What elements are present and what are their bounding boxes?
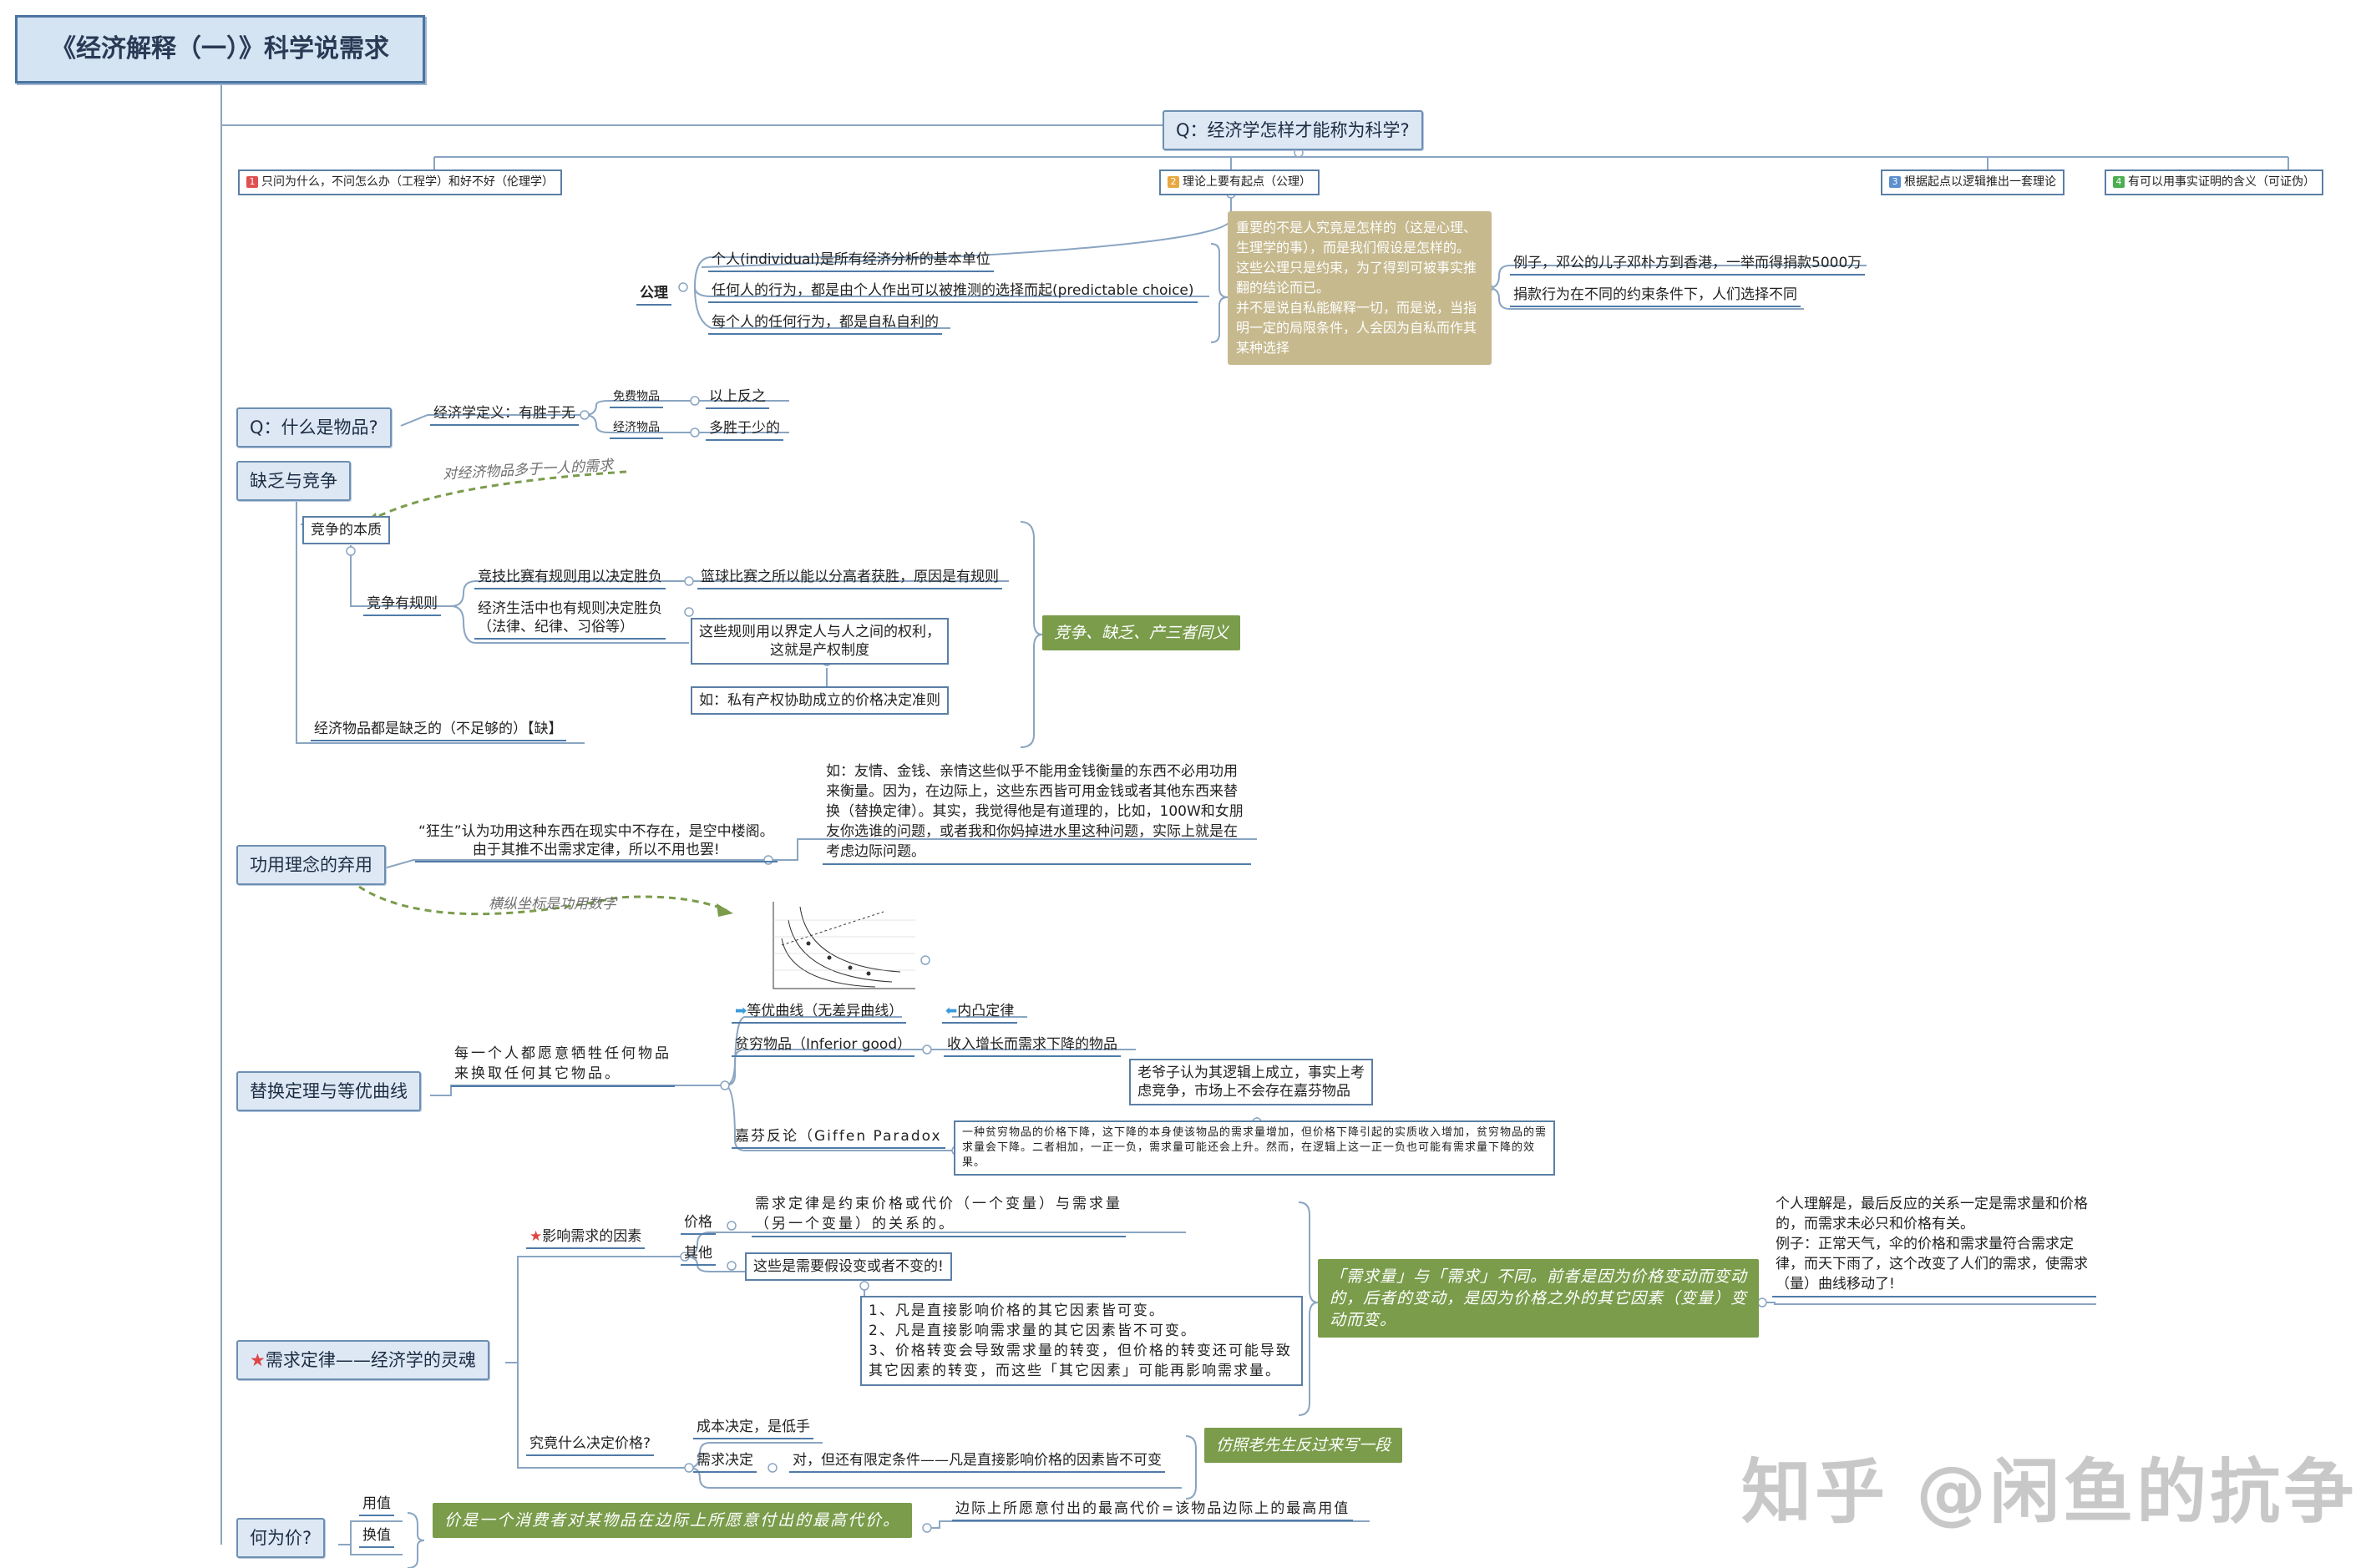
- factor-price[interactable]: 价格: [681, 1213, 716, 1235]
- scarcity-summary[interactable]: 竞争、缺乏、产三者同义: [1042, 615, 1241, 650]
- axiom-note[interactable]: 重要的不是人究竟是怎样的（这是心理、生理学的事），而是我们假设是怎样的。 这些公…: [1228, 211, 1492, 365]
- root-topic[interactable]: 《经济解释（一）》科学说需求: [15, 15, 425, 83]
- competition-rules[interactable]: 竞争有规则: [363, 594, 441, 616]
- rule-2[interactable]: 经济生活中也有规则决定胜负 （法律、纪律、习俗等）: [474, 599, 666, 640]
- free-goods-note[interactable]: 以上反之: [706, 387, 769, 409]
- inferior-good-note[interactable]: 收入增长而需求下降的物品: [944, 1035, 1121, 1057]
- giffen-paradox[interactable]: 嘉芬反论（Giffen Paradox: [732, 1127, 945, 1149]
- demand-topic-label: 需求定律——经济学的灵魂: [265, 1350, 476, 1370]
- price-rule[interactable]: 如：私有产权协助成立的价格决定准则: [691, 686, 949, 715]
- demand-factors-label: 影响需求的因素: [542, 1228, 642, 1245]
- competition-nature[interactable]: 竞争的本质: [302, 516, 390, 544]
- back-arrow-icon: ⬅: [945, 1003, 958, 1019]
- axiom-2[interactable]: 任何人的行为，都是由个人作出可以被推测的选择而起(predictable cho…: [708, 281, 1198, 303]
- science-branch-2[interactable]: 2 理论上要有起点（公理）: [1159, 169, 1320, 195]
- demand-rules[interactable]: 1、凡是直接影响价格的其它因素皆可变。 2、凡是直接影响需求量的其它因素皆不可变…: [860, 1296, 1303, 1386]
- factor-price-note[interactable]: 需求定律是约束价格或代价（一个变量）与需求量 （另一个变量）的关系的。: [752, 1194, 1126, 1237]
- axiom-3[interactable]: 每个人的任何行为，都是自私自利的: [708, 313, 942, 335]
- what-decides-price[interactable]: 究竟什么决定价格?: [526, 1434, 655, 1456]
- giffen-comment[interactable]: 老爷子认为其逻辑上成立，事实上考 虑竞争，市场上不会存在嘉芬物品: [1129, 1059, 1373, 1105]
- scarce-goods[interactable]: 经济物品都是缺乏的（不足够的）【缺】: [311, 720, 566, 741]
- giffen-note[interactable]: 一种贫穷物品的价格下降，这下降的本身使该物品的需求量增加，但价格下降引起的实质收…: [954, 1120, 1555, 1176]
- value-definition[interactable]: 价是一个消费者对某物品在边际上所愿意付出的最高代价。: [433, 1503, 913, 1538]
- utility-example[interactable]: 如：友情、金钱、亲情这些似乎不能用金钱衡量的东西不必用功用来衡量。因为，在边际上…: [823, 761, 1251, 865]
- indifference-curve[interactable]: ➡等优曲线（无差异曲线）: [732, 1002, 907, 1024]
- utility-claim[interactable]: “狂生”认为功用这种东西在现实中不存在，是空中楼阁。 由于其推不出需求定律，所以…: [415, 822, 778, 862]
- star-icon: ★: [250, 1350, 266, 1370]
- q-science-topic[interactable]: Q：经济学怎样才能称为科学?: [1163, 110, 1423, 150]
- substitution-statement[interactable]: 每一个人都愿意牺牲任何物品 来换取任何其它物品。: [451, 1044, 675, 1087]
- demand-vs-quantity[interactable]: 「需求量」与「需求」不同。前者是因为价格变动而变动的，后者的变动，是因为价格之外…: [1318, 1259, 1759, 1338]
- imitate-note[interactable]: 仿照老先生反过来写一段: [1204, 1428, 1403, 1463]
- exchange-value[interactable]: 换值: [359, 1526, 394, 1548]
- scarcity-topic[interactable]: 缺乏与竞争: [236, 461, 351, 501]
- property-rights[interactable]: 这些规则用以界定人与人之间的权利， 这就是产权制度: [691, 618, 949, 665]
- cost-decides[interactable]: 成本决定，是低手: [693, 1418, 813, 1439]
- economic-goods[interactable]: 经济物品: [610, 420, 663, 439]
- indifference-curve-chart: [773, 902, 915, 989]
- utility-topic[interactable]: 功用理念的弃用: [236, 845, 386, 885]
- utility-link-label: 横纵坐标是功用数字: [489, 896, 616, 913]
- example-2[interactable]: 捐款行为在不同的约束条件下，人们选择不同: [1510, 286, 1801, 307]
- use-value[interactable]: 用值: [359, 1495, 394, 1516]
- marginal-value[interactable]: 边际上所愿意付出的最高代价=该物品边际上的最高用值: [952, 1500, 1354, 1521]
- indifference-curve-label: 等优曲线（无差异曲线）: [747, 1003, 904, 1019]
- q-goods-topic[interactable]: Q：什么是物品?: [236, 407, 392, 448]
- rule-1-note[interactable]: 篮球比赛之所以能以分高者获胜，原因是有规则: [697, 568, 1002, 589]
- demand-factors[interactable]: ★影响需求的因素: [526, 1227, 646, 1249]
- watermark: 知乎 @闲鱼的抗争: [1741, 1451, 2358, 1533]
- demand-topic[interactable]: ★需求定律——经济学的灵魂: [236, 1340, 489, 1380]
- number-badge-4: 4: [2113, 176, 2125, 188]
- axiom-1[interactable]: 个人(individual)是所有经济分析的基本单位: [708, 250, 994, 272]
- inferior-good[interactable]: 贫穷物品（Inferior good）: [732, 1035, 915, 1057]
- number-badge-3: 3: [1889, 176, 1901, 188]
- science-branch-4-label: 有可以用事实证明的含义（可证伪）: [2128, 175, 2315, 189]
- axiom-label[interactable]: 公理: [636, 284, 671, 306]
- value-topic[interactable]: 何为价?: [236, 1518, 326, 1558]
- convex-law-label: 内凸定律: [957, 1003, 1015, 1019]
- number-badge-2: 2: [1168, 176, 1179, 188]
- substitution-topic[interactable]: 替换定理与等优曲线: [236, 1071, 421, 1111]
- goods-definition[interactable]: 经济学定义：有胜于无: [430, 404, 579, 426]
- demand-decides-note[interactable]: 对，但还有限定条件——凡是直接影响价格的因素皆不可变: [789, 1451, 1165, 1473]
- science-branch-1-label: 只问为什么，不问怎么办（工程学）和好不好（伦理学）: [261, 175, 554, 189]
- free-goods[interactable]: 免费物品: [610, 389, 663, 408]
- example-1[interactable]: 例子，邓公的儿子邓朴方到香港，一举而得捐款5000万: [1510, 254, 1866, 276]
- factor-other[interactable]: 其他: [681, 1244, 716, 1266]
- factor-other-note[interactable]: 这些是需要假设变或者不变的!: [745, 1252, 952, 1281]
- science-branch-3-label: 根据起点以逻辑推出一套理论: [1904, 175, 2056, 189]
- personal-understanding[interactable]: 个人理解是，最后反应的关系一定是需求量和价格的，而需求未必只和价格有关。 例子：…: [1772, 1194, 2096, 1297]
- rule-1[interactable]: 竞技比赛有规则用以决定胜负: [474, 568, 666, 589]
- economic-goods-note[interactable]: 多胜于少的: [706, 419, 783, 441]
- arrow-icon: ➡: [735, 1003, 747, 1019]
- number-badge-1: 1: [246, 176, 258, 188]
- star-icon: ★: [529, 1228, 543, 1245]
- science-branch-2-label: 理论上要有起点（公理）: [1183, 175, 1311, 189]
- demand-decides[interactable]: 需求决定: [693, 1451, 757, 1473]
- convex-law[interactable]: ⬅内凸定律: [942, 1002, 1018, 1024]
